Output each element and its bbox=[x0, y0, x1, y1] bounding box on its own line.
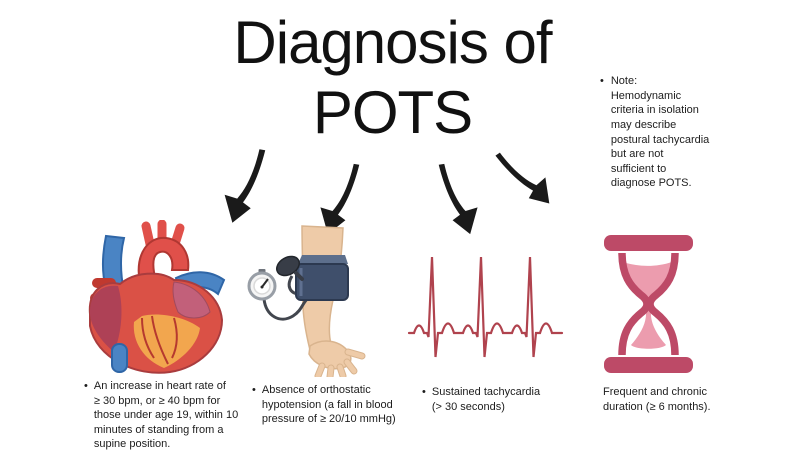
criterion-heart-rate: • An increase in heart rate of ≥ 30 bpm,… bbox=[84, 379, 268, 450]
bullet-marker: • bbox=[84, 380, 88, 392]
criterion-chronic-duration-text: Frequent and chronic duration (≥ 6 month… bbox=[603, 386, 711, 413]
criterion-heart-rate-text: An increase in heart rate of ≥ 30 bpm, o… bbox=[93, 380, 239, 450]
page-title: Diagnosis of POTS bbox=[233, 9, 552, 146]
blood-pressure-cuff-arm-icon bbox=[247, 225, 366, 377]
note-block: • Note: Hemodynamic criteria in isolatio… bbox=[600, 74, 740, 191]
arrow-down-right-icon bbox=[438, 163, 478, 235]
arrow-down-left-icon bbox=[320, 163, 360, 235]
bullet-marker: • bbox=[252, 384, 256, 396]
note-bullet: • bbox=[600, 75, 604, 87]
criterion-sustained-tachycardia-text: Sustained tachycardia (> 30 seconds) bbox=[431, 386, 541, 413]
hourglass-icon bbox=[604, 235, 693, 373]
criterion-orthostatic-hypotension-text: Absence of orthostatic hypotension (a fa… bbox=[261, 384, 396, 426]
arrow-down-right-icon bbox=[495, 152, 550, 204]
criterion-sustained-tachycardia: • Sustained tachycardia (> 30 seconds) bbox=[422, 385, 584, 414]
criterion-chronic-duration: Frequent and chronic duration (≥ 6 month… bbox=[597, 385, 747, 414]
ecg-trace-icon bbox=[407, 256, 564, 358]
arrow-down-left-icon bbox=[224, 149, 266, 223]
criterion-orthostatic-hypotension: • Absence of orthostatic hypotension (a … bbox=[252, 383, 428, 427]
anatomical-heart-icon bbox=[88, 220, 226, 374]
bullet-marker: • bbox=[422, 386, 426, 398]
note-text: Note: Hemodynamic criteria in isolation … bbox=[610, 75, 710, 190]
